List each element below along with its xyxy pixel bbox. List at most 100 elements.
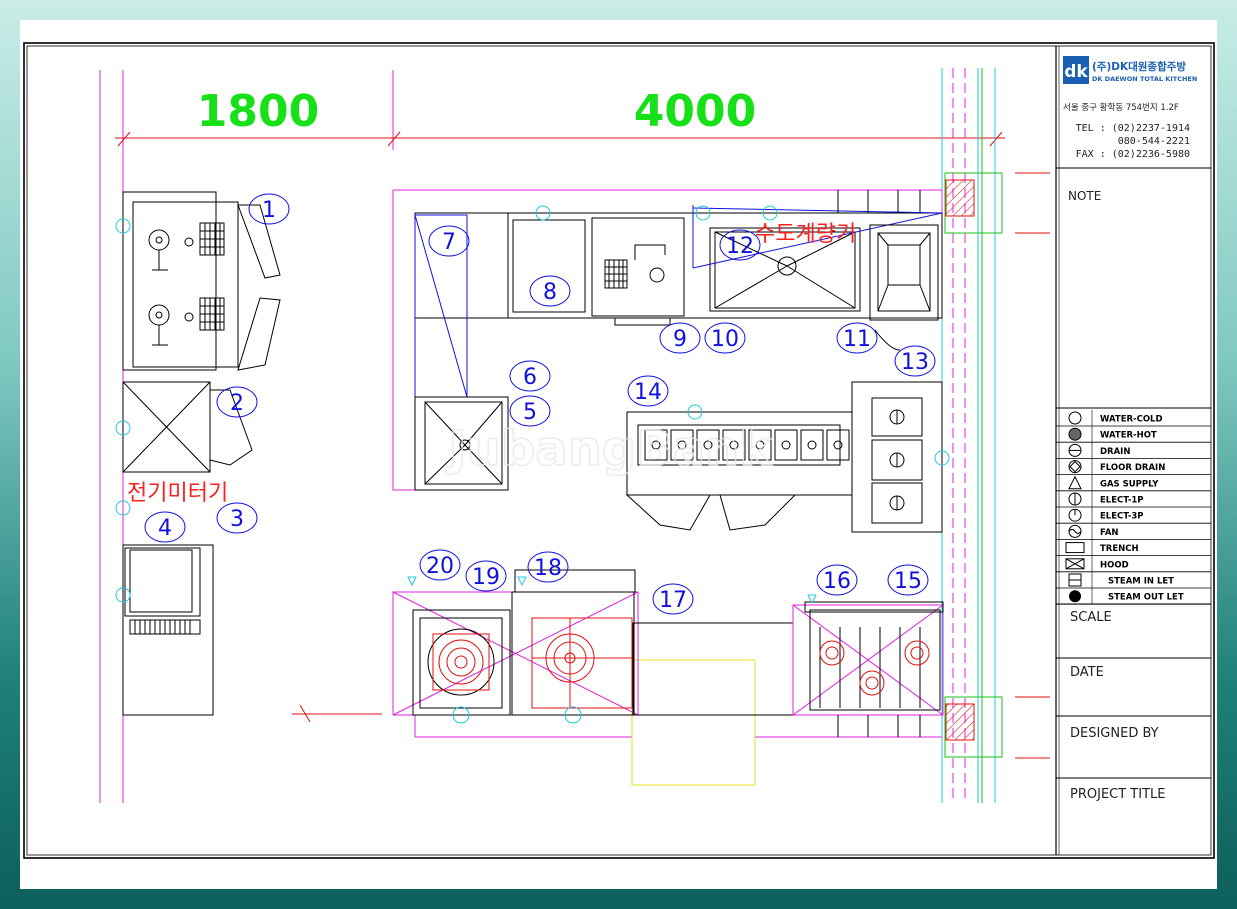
legend-row-box-x: HOOD bbox=[1056, 555, 1211, 573]
note-label: NOTE bbox=[1068, 189, 1101, 203]
main-counter bbox=[392, 189, 943, 491]
project-title-label: PROJECT TITLE bbox=[1070, 787, 1165, 802]
item-circle bbox=[627, 375, 669, 407]
legend-row-circle-drain: DRAIN bbox=[1056, 442, 1211, 459]
item-number-6: 6 bbox=[509, 360, 551, 392]
legend: WATER-COLD WATER-HOT DRAIN FLOOR DRAIN GAS S… bbox=[1056, 410, 1211, 605]
item-number-text: 20 bbox=[426, 554, 454, 579]
item-number-4: 4 bbox=[144, 511, 186, 543]
legend-row-circle-half: ELECT-3P bbox=[1056, 507, 1211, 524]
item-circle bbox=[704, 322, 746, 354]
item-number-text: 5 bbox=[523, 400, 537, 425]
legend-label: FLOOR DRAIN bbox=[1100, 463, 1165, 473]
legend-label: FAN bbox=[1100, 528, 1119, 538]
scale-label: SCALE bbox=[1070, 610, 1112, 625]
item-number-text: 17 bbox=[659, 588, 687, 613]
burner-unit bbox=[800, 429, 824, 461]
item-circle bbox=[527, 551, 569, 583]
item-number-text: 10 bbox=[711, 327, 739, 352]
designed-by-label: DESIGNED BY bbox=[1070, 726, 1159, 741]
legend-label: TRENCH bbox=[1100, 544, 1139, 554]
electric-meter-label: 전기미터기 bbox=[127, 481, 228, 506]
legend-row-circle-wave: FAN bbox=[1056, 523, 1211, 540]
legend-symbol-icon bbox=[1065, 542, 1085, 554]
title-block: dk (주)DK대원종합주방 DK DAEWON TOTAL KITCHEN 서… bbox=[1055, 46, 1211, 855]
item-circle bbox=[509, 395, 551, 427]
burner-unit bbox=[722, 429, 746, 461]
burner-unit bbox=[670, 429, 694, 461]
legend-symbol-icon bbox=[1069, 590, 1081, 603]
item-number-text: 11 bbox=[843, 327, 871, 352]
item-circle bbox=[144, 511, 186, 543]
item-circle bbox=[465, 560, 507, 592]
legend-row-steam-in: STEAM IN LET bbox=[1056, 572, 1211, 589]
item-number-9: 9 bbox=[659, 322, 701, 354]
company-name: (주)DK대원종합주방 bbox=[1092, 60, 1186, 73]
watermark: JubangBank bbox=[446, 421, 772, 477]
item-circle bbox=[652, 583, 694, 615]
dimension-4000: 4000 bbox=[634, 86, 756, 137]
water-meter-label: 수도계량기 bbox=[755, 222, 856, 247]
item-number-text: 13 bbox=[901, 350, 929, 375]
burner-knob bbox=[651, 440, 661, 450]
legend-label: WATER-HOT bbox=[1100, 431, 1157, 441]
legend-label: ELECT-1P bbox=[1100, 496, 1144, 506]
item-circle bbox=[529, 275, 571, 307]
legend-label: DRAIN bbox=[1100, 447, 1130, 457]
item-number-11: 11 bbox=[836, 322, 878, 354]
item-circle bbox=[419, 549, 461, 581]
legend-symbol-icon bbox=[1068, 427, 1082, 441]
item-number-19: 19 bbox=[465, 560, 507, 592]
burner-unit bbox=[826, 429, 850, 461]
item-number-text: 1 bbox=[262, 198, 276, 223]
item-number-2: 2 bbox=[216, 386, 258, 418]
item-number-14: 14 bbox=[627, 375, 669, 407]
legend-symbol-icon bbox=[1068, 475, 1082, 490]
item-number-text: 2 bbox=[230, 391, 244, 416]
legend-label: ELECT-3P bbox=[1100, 512, 1144, 522]
item-number-text: 18 bbox=[534, 556, 562, 581]
company-tel2: 080-544-2221 bbox=[1118, 136, 1190, 147]
item-number-15: 15 bbox=[887, 564, 929, 596]
item-number-text: 15 bbox=[894, 569, 922, 594]
legend-row-diamond-circle: FLOOR DRAIN bbox=[1056, 458, 1211, 476]
item-number-text: 12 bbox=[726, 234, 754, 259]
item-circle bbox=[887, 564, 929, 596]
legend-symbol-icon bbox=[1068, 460, 1082, 474]
item-number-13: 13 bbox=[894, 345, 936, 377]
item-circle bbox=[719, 229, 761, 261]
item-number-18: 18 bbox=[527, 551, 569, 583]
burner-knob bbox=[807, 440, 817, 450]
item-number-text: 9 bbox=[673, 327, 687, 352]
item-number-1: 1 bbox=[248, 193, 290, 225]
item-number-7: 7 bbox=[428, 225, 470, 257]
item-number-text: 4 bbox=[158, 516, 172, 541]
item-number-8: 8 bbox=[529, 275, 571, 307]
item-number-text: 7 bbox=[442, 230, 456, 255]
item-number-text: 3 bbox=[230, 507, 244, 532]
outer-frame bbox=[23, 42, 1215, 859]
legend-label: GAS SUPPLY bbox=[1100, 479, 1159, 489]
logo-letters: dk bbox=[1064, 62, 1088, 82]
inner-frame bbox=[26, 45, 1212, 856]
burner-unit bbox=[644, 429, 668, 461]
wall-columns bbox=[944, 172, 1003, 758]
legend-row-triangle: GAS SUPPLY bbox=[1056, 474, 1211, 492]
item-circle bbox=[509, 360, 551, 392]
item-circle bbox=[659, 322, 701, 354]
legend-row-circle-hatched: WATER-HOT bbox=[1056, 426, 1211, 443]
burner-knob bbox=[729, 440, 739, 450]
right-wall-lines bbox=[941, 68, 1050, 803]
item-circle bbox=[216, 502, 258, 534]
item-number-10: 10 bbox=[704, 322, 746, 354]
item-circle bbox=[816, 564, 858, 596]
item-number-5: 5 bbox=[509, 395, 551, 427]
legend-symbol-icon bbox=[1068, 524, 1082, 538]
legend-symbol-icon bbox=[1068, 411, 1082, 425]
burner-knob bbox=[677, 440, 687, 450]
burner-unit bbox=[696, 429, 720, 461]
dimension-1800: 1800 bbox=[197, 86, 319, 137]
company-address: 서울 중구 황학동 754번지 1.2F bbox=[1063, 102, 1179, 113]
legend-label: WATER-COLD bbox=[1100, 415, 1163, 425]
